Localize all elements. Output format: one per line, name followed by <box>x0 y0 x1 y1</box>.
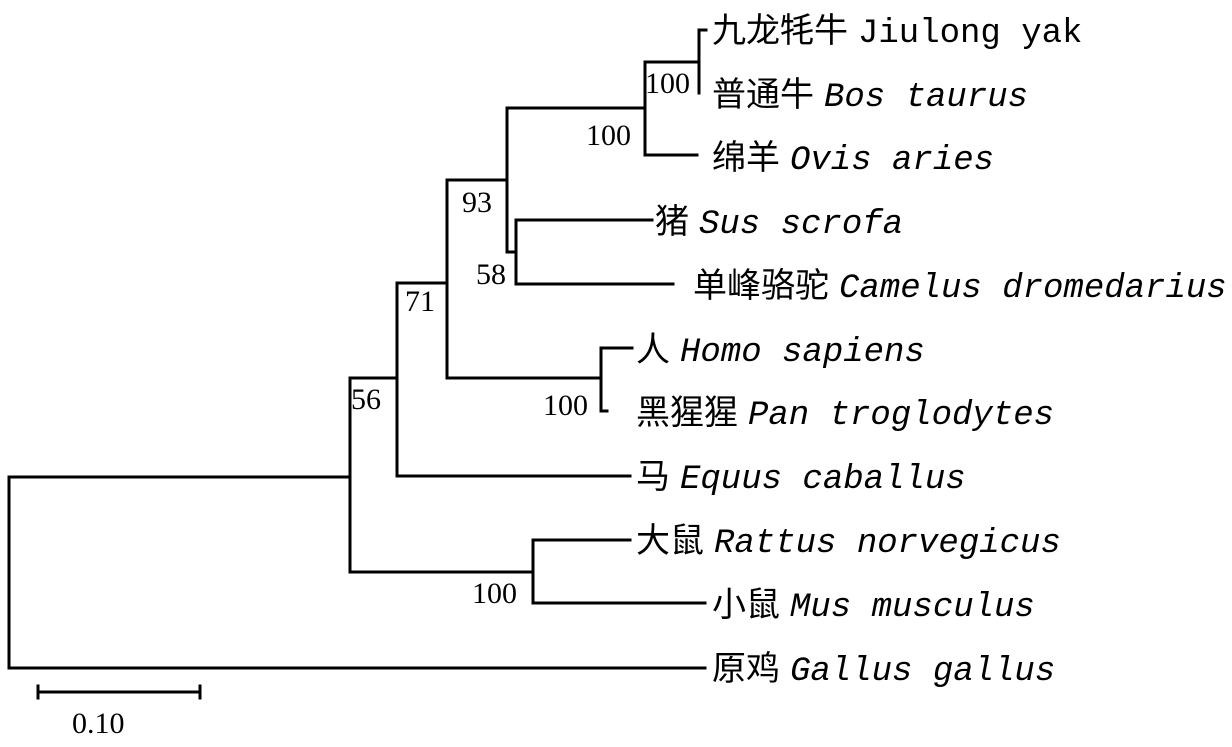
support-value: 56 <box>351 383 381 416</box>
support-value: 93 <box>462 186 492 219</box>
support-value: 100 <box>543 389 588 422</box>
support-value: 100 <box>586 119 631 152</box>
tree-branches <box>7 28 708 670</box>
support-value: 100 <box>472 577 517 610</box>
support-values: 100 100 93 58 71 100 56 100 <box>351 67 690 610</box>
support-value: 100 <box>645 67 690 100</box>
scale-bar: 0.10 <box>36 684 202 740</box>
support-value: 71 <box>405 285 435 318</box>
scale-bar-label: 0.10 <box>72 707 125 740</box>
support-value: 58 <box>476 258 506 291</box>
